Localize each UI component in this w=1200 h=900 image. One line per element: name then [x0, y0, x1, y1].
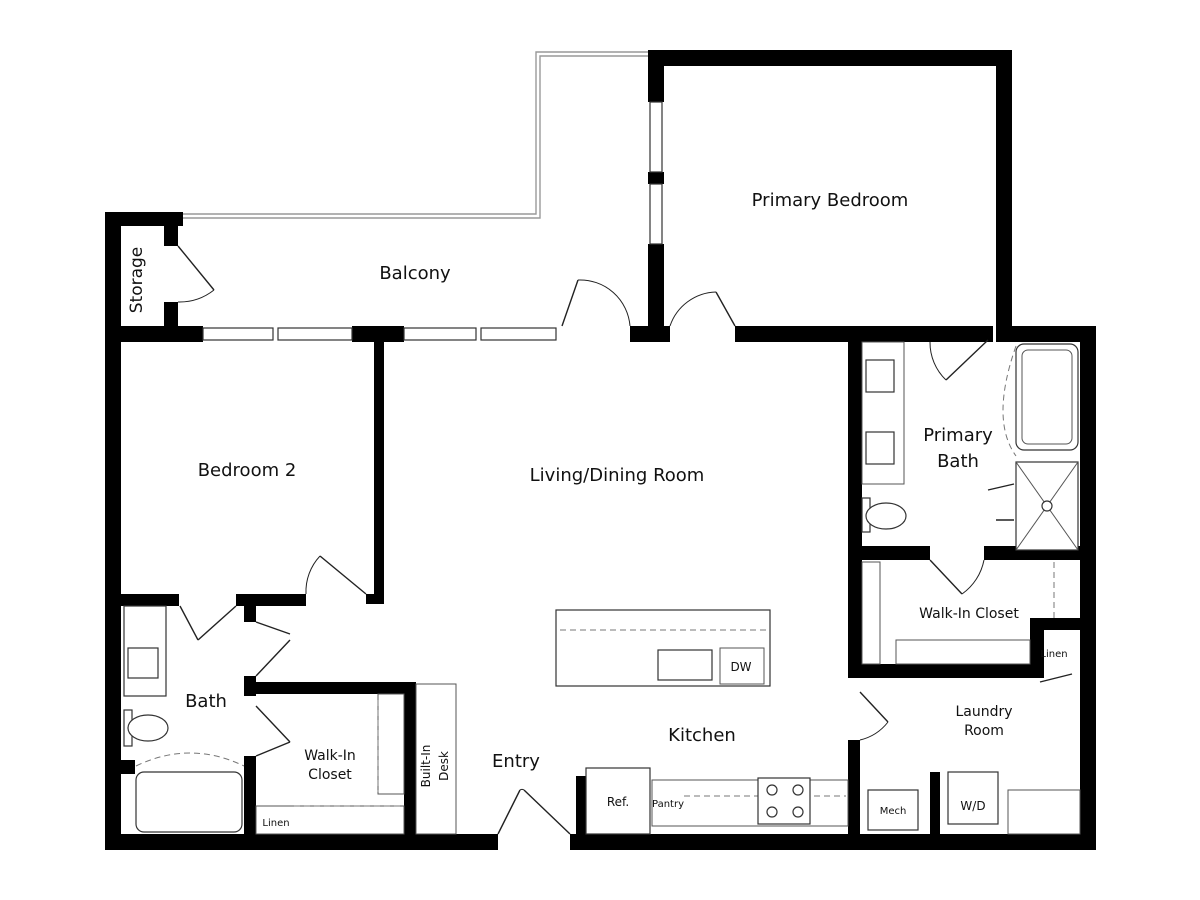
windows-and-railing [183, 51, 663, 341]
label-built-in-1: Built-In [419, 745, 433, 788]
label-pantry: Pantry [652, 799, 684, 810]
label-primary-bedroom: Primary Bedroom [752, 190, 909, 211]
label-bath: Bath [185, 691, 227, 712]
label-laundry-2: Room [964, 723, 1004, 739]
label-linen-bath: Linen [262, 818, 289, 829]
fixture-labels: DW Ref. Pantry Mech W/D [607, 660, 986, 817]
doors [177, 245, 1073, 835]
label-storage: Storage [127, 247, 147, 314]
label-laundry-1: Laundry [955, 704, 1012, 720]
label-dw: DW [730, 660, 751, 674]
fixtures [123, 341, 1081, 835]
label-built-in-2: Desk [437, 751, 451, 781]
label-walk-in-closet-1: Walk-In [304, 748, 356, 764]
label-kitchen: Kitchen [668, 725, 736, 746]
label-wd: W/D [960, 799, 985, 813]
label-entry: Entry [492, 751, 540, 772]
label-mech: Mech [880, 806, 907, 817]
label-walk-in-closet-primary: Walk-In Closet [919, 606, 1019, 622]
label-linen-primary: Linen [1040, 649, 1067, 660]
room-labels: Primary Bedroom Balcony Storage Bedroom … [127, 190, 1068, 829]
walls [105, 50, 1096, 850]
label-balcony: Balcony [379, 263, 451, 284]
label-bedroom-2: Bedroom 2 [198, 460, 297, 481]
label-primary-bath-2: Bath [937, 451, 979, 472]
label-walk-in-closet-2: Closet [308, 767, 352, 783]
label-living-dining: Living/Dining Room [530, 465, 705, 486]
label-ref: Ref. [607, 795, 629, 809]
label-primary-bath-1: Primary [923, 425, 993, 446]
